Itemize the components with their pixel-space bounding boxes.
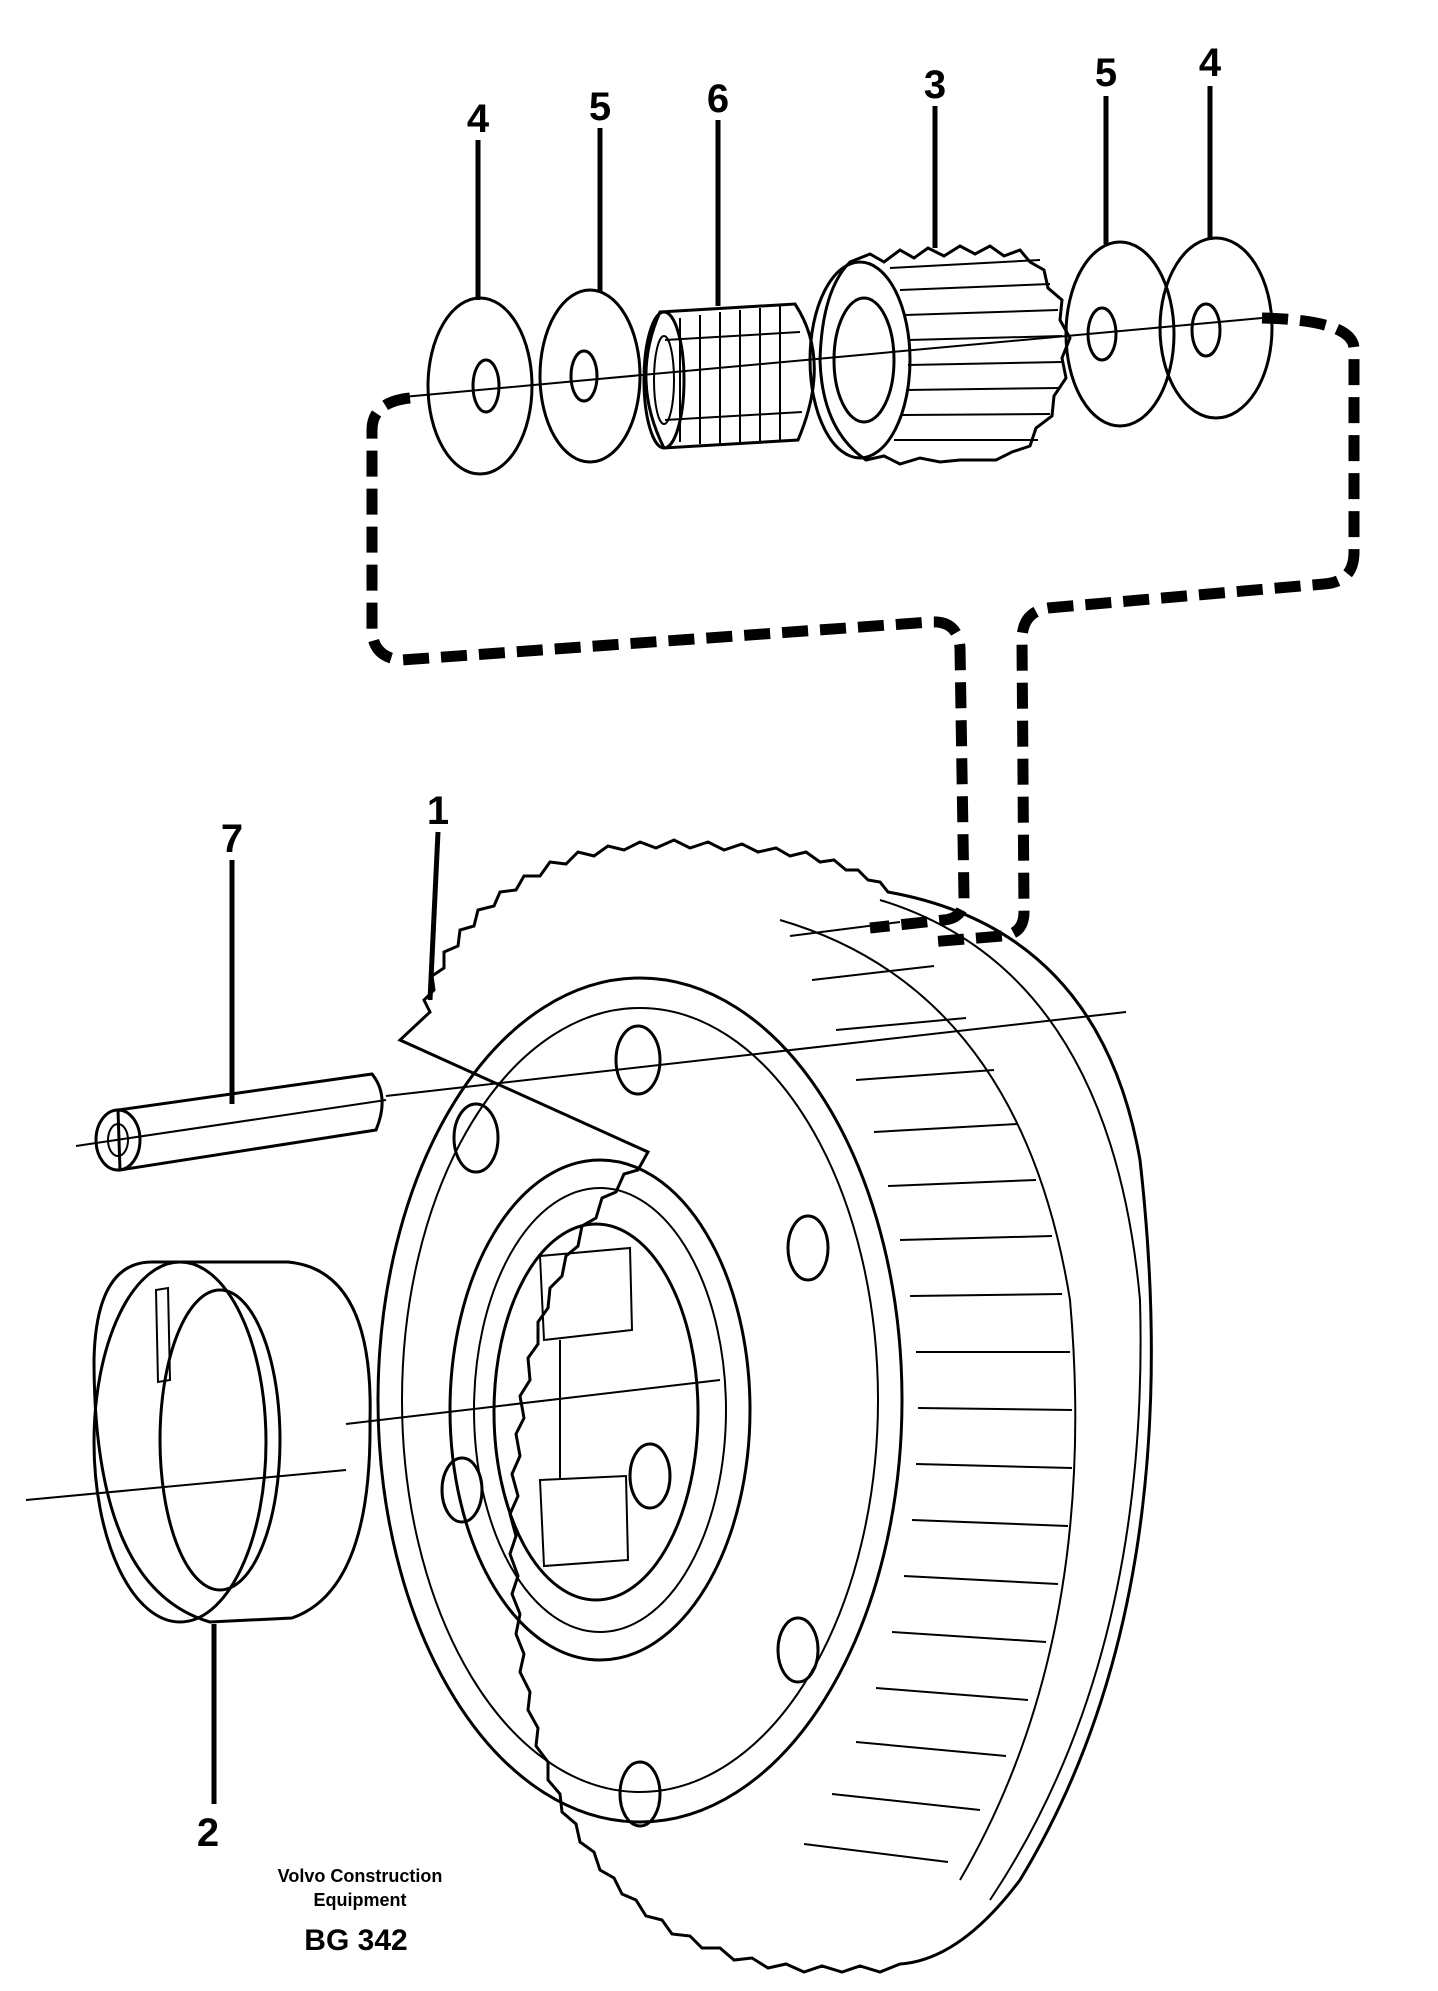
callout-2: 2	[197, 1811, 219, 1855]
callout-1: 1	[427, 789, 449, 833]
callout-3: 3	[924, 63, 946, 107]
thrust-washer-left-inner	[538, 288, 642, 464]
callout-6: 6	[707, 77, 729, 121]
leader-lines	[211, 86, 1213, 1804]
footer-company-line1: Volvo Construction	[278, 1866, 443, 1886]
callout-7: 7	[221, 817, 243, 861]
callout-5-left: 5	[589, 85, 611, 129]
planet-carrier	[345, 838, 1153, 1974]
thrust-washer-right-outer	[1158, 236, 1274, 420]
upper-parts-row	[391, 236, 1274, 476]
footer-drawing-code: BG 342	[304, 1924, 407, 1957]
assembly-connector-lines	[366, 312, 1360, 948]
planet-pin	[75, 1072, 387, 1172]
needle-bearing	[642, 302, 816, 450]
bearing-race-ring	[25, 1260, 372, 1624]
publisher-footer: Volvo Construction Equipment BG 342	[278, 1866, 443, 1957]
planet-gear	[808, 244, 1072, 466]
spur-teeth-band	[779, 899, 1142, 1901]
callout-5-right: 5	[1095, 51, 1117, 95]
carrier-bolt-holes	[440, 1024, 830, 1828]
footer-company-line2: Equipment	[314, 1890, 407, 1910]
callout-numbers: 4 5 6 3 5 4 1 7 2	[197, 41, 1222, 1855]
callout-4-right: 4	[1199, 41, 1222, 85]
thrust-washer-right-inner	[1064, 240, 1176, 428]
callout-4-left: 4	[467, 97, 490, 141]
